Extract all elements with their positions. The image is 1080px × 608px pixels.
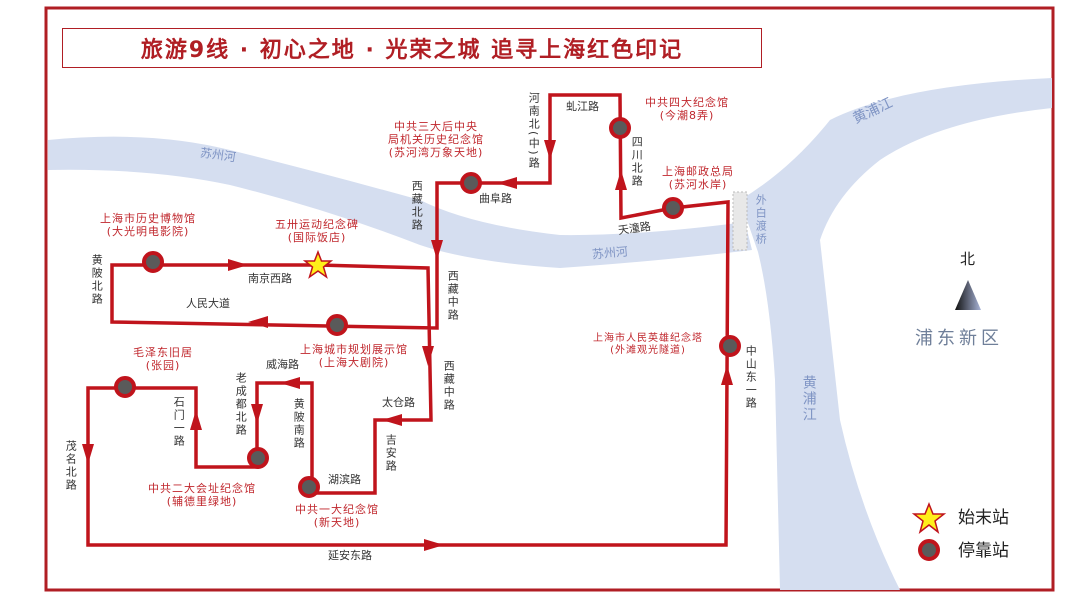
page-title: 旅游9线 · 初心之地 · 光荣之城 追寻上海红色印记 (140, 38, 684, 63)
road-laochengdu: 老成都北路 (234, 372, 248, 437)
suzhou-creek (48, 136, 752, 268)
north-arrow-icon (955, 280, 981, 310)
road-maoming: 茂名北路 (64, 440, 78, 492)
road-henan: 河南北(中)路 (527, 92, 541, 170)
road-xizang-m2: 西藏中路 (442, 360, 456, 412)
stop-sub: (上海大剧院) (318, 356, 390, 370)
waibaidu-bridge (732, 191, 748, 251)
stop-name: 上海城市规划展示馆 (300, 343, 408, 356)
road-shimen: 石门一路 (172, 396, 186, 448)
arrow-icon (424, 539, 444, 551)
road-xizang-m1: 西藏中路 (446, 270, 460, 322)
stop-label-first-congress: 中共一大纪念馆(新天地) (295, 503, 379, 529)
road-hubin: 湖滨路 (328, 473, 361, 486)
road-huangpi-n: 黄陂北路 (90, 254, 104, 306)
stop-marker (609, 117, 631, 139)
stop-sub: (国际饭店) (287, 231, 347, 245)
route-line (86, 93, 730, 547)
stop-marker (142, 251, 164, 273)
legend-stop-icon (918, 539, 940, 561)
road-jian: 吉安路 (384, 434, 398, 473)
stop-label-heroes-monument: 上海市人民英雄纪念塔(外滩观光隧道) (593, 333, 703, 357)
stop-marker (114, 376, 136, 398)
stop-sub: (辅德里绿地) (166, 495, 238, 509)
title-box: 旅游9线 · 初心之地 · 光荣之城 追寻上海红色印记 (62, 28, 762, 68)
stop-name: 中共四大纪念馆 (645, 96, 729, 109)
arrow-icon (82, 444, 94, 464)
stop-name: 上海市历史博物馆 (100, 212, 196, 225)
stop-sub: (苏河水岸) (668, 178, 728, 192)
stop-marker (460, 172, 482, 194)
road-zhongshan: 中山东一路 (744, 345, 758, 410)
label-waibaidu-bridge: 外白渡桥 (754, 194, 768, 246)
stop-sub: (张园) (145, 359, 181, 373)
arrow-icon (431, 240, 443, 260)
stop-name: 中共三大后中央 (394, 120, 478, 133)
stop-marker (662, 197, 684, 219)
stop-marker (719, 335, 741, 357)
arrow-icon (382, 414, 402, 426)
arrow-icon (190, 410, 202, 430)
stop-marker (298, 476, 320, 498)
stop-name: 五卅运动纪念碑 (275, 218, 359, 231)
stop-name: 毛泽东旧居 (133, 346, 193, 359)
road-huangpi-s: 黄陂南路 (292, 398, 306, 450)
map-frame (44, 6, 1055, 592)
direction-arrows (82, 140, 733, 551)
legend-terminal-label: 始末站 (958, 508, 1009, 528)
river-label-huangpu-2: 黄浦江 (800, 375, 817, 423)
legend-stop-label: 停靠站 (958, 541, 1009, 561)
road-qufu: 曲阜路 (479, 192, 512, 205)
stop-label-fourth-congress: 中共四大纪念馆(今潮8弄) (645, 96, 729, 122)
stop-label-planning-hall: 上海城市规划展示馆(上海大剧院) (300, 343, 408, 369)
arrow-icon (228, 259, 248, 271)
stop-label-history-museum: 上海市历史博物馆(大光明电影院) (100, 212, 196, 238)
arrow-icon (721, 365, 733, 385)
arrow-icon (615, 170, 627, 190)
arrow-icon (422, 346, 434, 366)
stop-markers (114, 117, 947, 561)
stop-sub: (大光明电影院) (106, 225, 190, 239)
road-weihai: 威海路 (266, 358, 299, 371)
terminal-star-icon (302, 249, 334, 279)
stop-name: 上海邮政总局 (662, 165, 734, 178)
huangpu-river (740, 78, 1052, 590)
stop-marker (326, 314, 348, 336)
road-sichuan: 四川北路 (630, 136, 644, 188)
stop-sub: (今潮8弄) (659, 109, 715, 123)
road-renmin: 人民大道 (186, 297, 230, 310)
arrow-icon (248, 316, 268, 328)
road-qiujiang: 虬江路 (566, 100, 599, 113)
legend-star-icon (911, 501, 947, 534)
district-label-pudong: 浦东新区 (915, 328, 1003, 349)
stop-label-third-congress: 中共三大后中央局机关历史纪念馆(苏河湾万象天地) (388, 120, 484, 160)
stop-name: 上海市人民英雄纪念塔 (593, 333, 703, 344)
arrow-icon (280, 377, 300, 389)
stop-label-mao-residence: 毛泽东旧居(张园) (133, 346, 193, 372)
stop-name: 中共二大会址纪念馆 (148, 482, 256, 495)
stop-label-post-office: 上海邮政总局(苏河水岸) (662, 165, 734, 191)
road-nanjing-w: 南京西路 (248, 272, 292, 285)
stop-sub: (外滩观光隧道) (610, 345, 686, 356)
stop-sub: (新天地) (313, 516, 361, 530)
stop-sub: (苏河湾万象天地) (388, 146, 484, 160)
road-xizang-n: 西藏北路 (410, 180, 424, 232)
north-label: 北 (960, 250, 976, 268)
road-taicang: 太仓路 (382, 396, 415, 409)
road-yanan-e: 延安东路 (328, 549, 372, 562)
stop-name-line2: 局机关历史纪念馆 (388, 133, 484, 147)
arrow-icon (497, 177, 517, 189)
stop-label-wusa: 五卅运动纪念碑(国际饭店) (275, 218, 359, 244)
arrow-icon (544, 140, 556, 160)
stop-marker (247, 447, 269, 469)
stop-label-second-congress: 中共二大会址纪念馆(辅德里绿地) (148, 482, 256, 508)
stop-name: 中共一大纪念馆 (295, 503, 379, 516)
arrow-icon (251, 404, 263, 424)
